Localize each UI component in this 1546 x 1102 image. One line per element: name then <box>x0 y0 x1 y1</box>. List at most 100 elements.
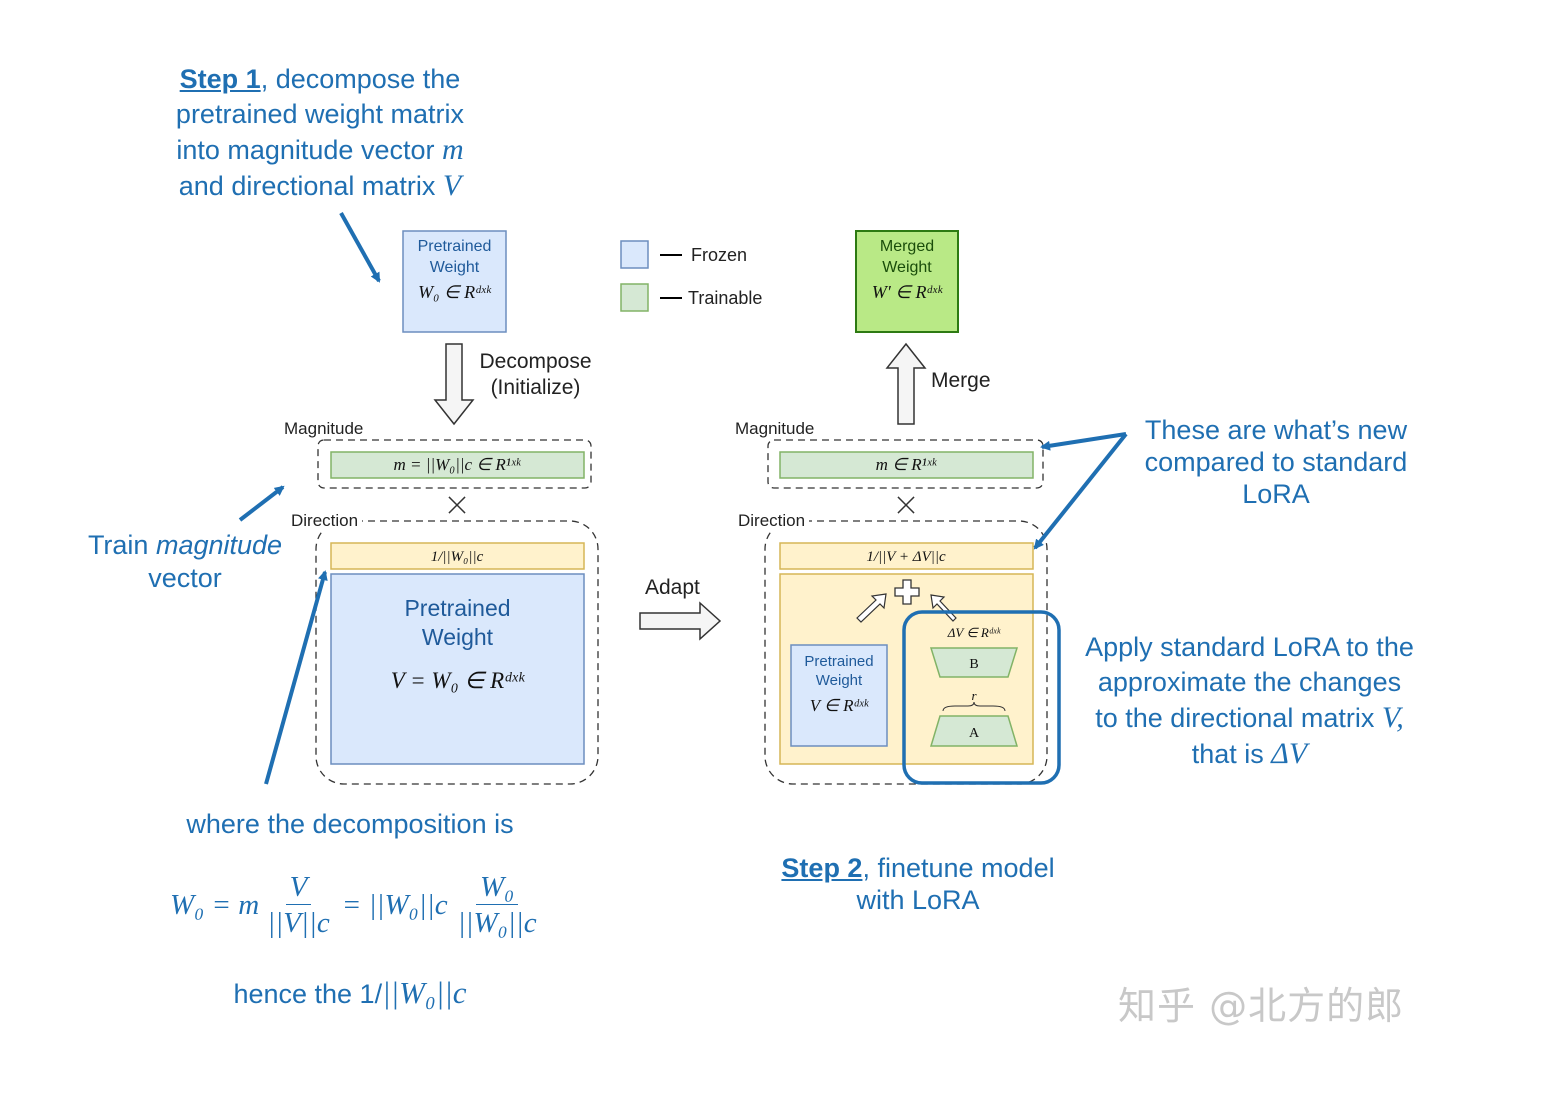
apply-lora-line4: that is <box>1191 739 1272 769</box>
merged-weight-line2: Weight <box>882 259 932 276</box>
lora-b-trapezoid <box>929 647 1019 678</box>
eq-mid: = ||W₀||c <box>341 888 448 921</box>
lora-a-label: A <box>969 726 980 741</box>
right-direction-group <box>764 520 1048 785</box>
step2-annotation: Step 2, finetune model with LoRA <box>760 852 1076 916</box>
step2-line2: with LoRA <box>856 885 980 915</box>
left-magnitude-bar <box>330 451 585 479</box>
legend-trainable-label: Trainable <box>688 288 763 308</box>
eq-fraction-2: W₀ ||W₀||c <box>454 870 541 941</box>
left-direction-label: Direction <box>291 511 363 531</box>
left-magnitude-math: m = ||W₀||c ∈ R¹ˣᵏ <box>394 455 522 474</box>
right-magnitude-group <box>767 439 1044 489</box>
merged-weight-box <box>855 230 959 333</box>
whats-new-line1: These are what’s new <box>1144 415 1408 445</box>
apply-lora-line1: Apply standard LoRA to the <box>1085 632 1414 662</box>
pretrained-weight-math: W₀ ∈ Rᵈˣᵏ <box>418 282 491 302</box>
pretrained-weight-line2: Weight <box>429 259 480 276</box>
step2-line1: , finetune model <box>862 853 1055 883</box>
step1-line4: and directional matrix <box>178 171 443 201</box>
apply-lora-line3-math: V, <box>1381 701 1404 734</box>
eq-fraction-1: V ||V||c <box>263 870 333 941</box>
step2-label: Step 2 <box>781 853 863 883</box>
left-pretrained-big-line1: Pretrained <box>404 595 511 621</box>
right-pretrained-inner-box <box>790 644 888 747</box>
hence-math: ||W₀||c <box>382 975 467 1010</box>
merged-weight-line1: Merged <box>879 238 935 255</box>
right-norm-bar <box>779 542 1034 570</box>
left-direction-group <box>315 520 599 785</box>
left-pretrained-big-math: V = W₀ ∈ Rᵈˣᵏ <box>390 668 525 693</box>
pretrained-weight-label: Pretrained Weight W₀ ∈ Rᵈˣᵏ <box>403 236 506 303</box>
right-pretrained-inner-line2: Weight <box>815 672 863 689</box>
step1-label: Step 1 <box>179 64 261 94</box>
eq-frac2-den: ||W₀||c <box>457 906 537 939</box>
decomposition-caption: where the decomposition is <box>186 809 514 839</box>
eq-frac1-den: ||V||c <box>267 906 330 939</box>
right-magnitude-label: Magnitude <box>735 419 818 439</box>
merge-label: Merge <box>931 369 991 392</box>
right-multiply-icon <box>897 496 915 514</box>
watermark: 知乎 @北方的郎 <box>1118 984 1405 1028</box>
whats-new-annotation: These are what’s new compared to standar… <box>1116 414 1436 510</box>
legend-trainable-swatch <box>620 283 649 312</box>
train-magnitude-line2: vector <box>148 563 222 593</box>
whats-new-line3: LoRA <box>1242 479 1310 509</box>
whats-new-arrow-2 <box>1033 432 1128 550</box>
train-magnitude-arrow <box>238 485 285 522</box>
left-norm-bar <box>330 542 585 570</box>
left-multiply-icon <box>448 496 466 514</box>
apply-lora-annotation: Apply standard LoRA to the approximate t… <box>1062 630 1437 772</box>
right-direction-label: Direction <box>738 511 810 531</box>
apply-lora-line4-math: ΔV <box>1271 737 1308 770</box>
decomposition-arrow <box>264 570 328 785</box>
rank-label: r <box>971 688 977 703</box>
eq-frac2-num: W₀ <box>475 870 519 905</box>
decomposition-equation: W₀ = m V ||V||c = ||W₀||c W₀ ||W₀||c <box>170 862 541 948</box>
left-magnitude-label: Magnitude <box>284 419 367 439</box>
delta-v-math: ΔV ∈ Rᵈˣᵏ <box>947 625 1002 640</box>
right-magnitude-math: m ∈ R¹ˣᵏ <box>876 455 938 474</box>
step1-line3: into magnitude vector <box>176 135 442 165</box>
decompose-arrow <box>433 343 475 426</box>
left-magnitude-group <box>317 439 592 489</box>
train-magnitude-annotation: Train magnitude vector <box>76 529 294 595</box>
legend-frozen-label: Frozen <box>691 245 748 265</box>
step1-line3-math: m <box>441 133 464 166</box>
right-to-plus-arrow <box>930 594 957 622</box>
left-pretrained-big-line2: Weight <box>421 624 494 650</box>
decompose-label: Decompose (Initialize) <box>478 349 593 401</box>
decompose-line1: Decompose <box>479 350 592 373</box>
adapt-arrow <box>639 601 722 641</box>
train-magnitude-text: Train <box>87 530 156 560</box>
right-magnitude-bar <box>779 451 1034 479</box>
right-pretrained-inner-math: V ∈ Rᵈˣᵏ <box>809 696 869 715</box>
apply-lora-line3: to the directional matrix <box>1095 703 1382 733</box>
lora-highlight-frame <box>902 610 1061 785</box>
step1-line1: , decompose the <box>260 64 461 94</box>
hence-annotation: hence the 1/||W₀||c <box>160 975 540 1011</box>
apply-lora-line2: approximate the changes <box>1097 667 1402 697</box>
left-pretrained-big-box <box>330 573 585 765</box>
merged-weight-label: Merged Weight W′ ∈ Rᵈˣᵏ <box>856 236 958 303</box>
left-to-plus-arrow <box>856 593 887 623</box>
train-magnitude-em: magnitude <box>155 530 283 560</box>
merge-arrow <box>885 342 927 425</box>
step1-annotation: Step 1, decompose the pretrained weight … <box>140 62 500 204</box>
adapt-label: Adapt <box>645 576 700 599</box>
right-norm-math: 1/||V + ΔV||c <box>866 549 946 565</box>
legend-frozen-swatch <box>620 240 649 269</box>
step1-line2: pretrained weight matrix <box>175 99 465 129</box>
rank-brace <box>942 701 1006 712</box>
merged-weight-math: W′ ∈ Rᵈˣᵏ <box>871 282 943 302</box>
pretrained-weight-line1: Pretrained <box>417 238 492 255</box>
right-pretrained-inner-label: Pretrained Weight V ∈ Rᵈˣᵏ <box>791 652 887 715</box>
eq-lhs: W₀ = m <box>170 888 260 921</box>
left-norm-math: 1/||W₀||c <box>431 549 484 565</box>
right-pretrained-inner-line1: Pretrained <box>804 653 874 670</box>
decompose-line2: (Initialize) <box>490 376 581 399</box>
step1-line4-math: V <box>442 169 462 202</box>
hence-text: hence the 1/ <box>233 979 383 1009</box>
pretrained-weight-box <box>402 230 507 333</box>
